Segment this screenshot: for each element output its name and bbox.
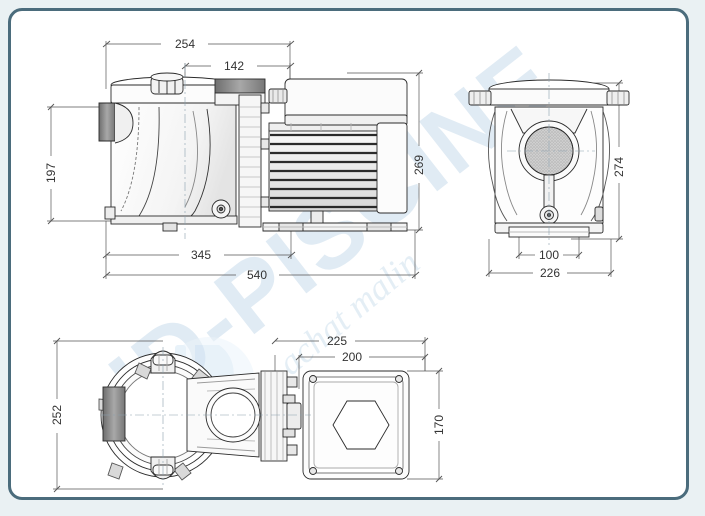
discharge-port — [214, 78, 266, 94]
drawing-frame: ID-PISCINE achat malin — [8, 8, 689, 500]
dimension-label-269: 269 — [412, 155, 426, 175]
top-suction-pad — [102, 386, 126, 442]
side-view-geometry — [98, 72, 408, 232]
front-view: 274 100 226 — [468, 73, 630, 280]
fan-guard-hexagon — [332, 400, 390, 450]
dimension-label-252: 252 — [50, 405, 64, 425]
top-view-geometry — [98, 350, 410, 481]
front-view-arrow-ticks — [485, 79, 623, 277]
top-seal-plate — [260, 370, 288, 462]
top-view-arrow-ticks — [53, 337, 443, 493]
technical-drawing-canvas: ID-PISCINE achat malin — [44, 25, 630, 493]
dimension-label-225: 225 — [327, 334, 347, 348]
dimension-label-540: 540 — [247, 268, 267, 282]
suction-port — [98, 102, 116, 142]
dimension-label-100: 100 — [539, 248, 559, 262]
dimension-label-226: 226 — [540, 266, 560, 280]
dimension-label-200: 200 — [342, 350, 362, 364]
dimension-label-142: 142 — [224, 59, 244, 73]
drawing-sheet: ID-PISCINE achat malin — [11, 11, 686, 497]
dimension-label-254: 254 — [175, 37, 195, 51]
drain-plug — [162, 222, 178, 232]
seal-plate — [238, 94, 262, 228]
dimension-label-345: 345 — [191, 248, 211, 262]
side-view-arrow-ticks — [47, 40, 423, 279]
dimension-label-274: 274 — [612, 157, 626, 177]
fan-cover — [376, 122, 408, 214]
dimension-label-197: 197 — [44, 163, 58, 183]
top-view: 252 225 200 170 — [50, 334, 446, 493]
dimension-label-170: 170 — [432, 415, 446, 435]
side-view: 254 142 197 269 345 540 — [44, 37, 426, 282]
